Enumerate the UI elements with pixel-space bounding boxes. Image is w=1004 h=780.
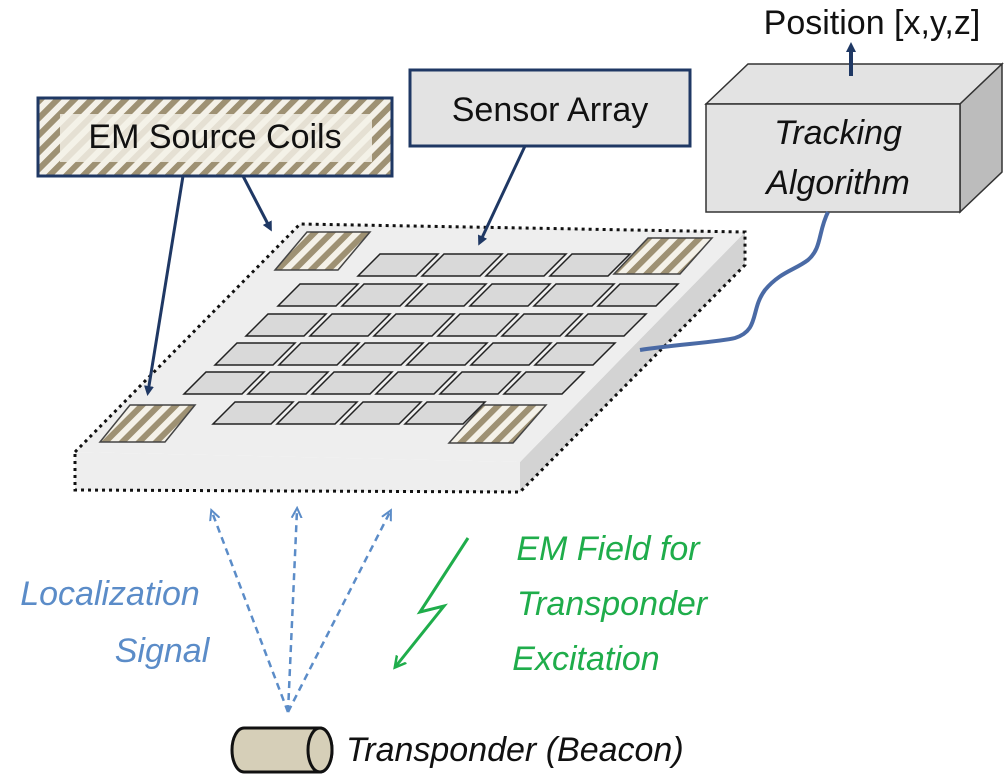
sensor-grid — [182, 253, 680, 425]
data-cable — [639, 211, 830, 352]
algorithm-label: Algorithm — [764, 164, 910, 202]
sensor-cell — [403, 401, 487, 425]
sensor-cell — [548, 253, 632, 277]
coil-arrow-short — [241, 175, 272, 232]
plate-front — [75, 452, 520, 492]
cylinder-icon — [230, 726, 334, 774]
sensor-cell — [340, 283, 424, 307]
em-source-coils-label: EM Source Coils — [88, 118, 341, 156]
pointer-arrows — [144, 145, 527, 396]
sensor-cell — [405, 342, 489, 366]
sensor-cell — [356, 253, 440, 277]
sensor-cell — [211, 401, 295, 425]
signal-label: Signal — [115, 632, 211, 670]
sensor-cell — [404, 283, 488, 307]
sensor-cell — [420, 253, 504, 277]
sensor-cell — [341, 342, 425, 366]
sensor-array-label-box: Sensor Array — [408, 68, 692, 148]
sensor-cell — [182, 371, 266, 395]
em-field-label-line2: Transponder — [517, 585, 709, 623]
coil-arrow-long — [144, 175, 185, 396]
sensor-cell — [277, 342, 361, 366]
em-source-coil-back-left — [273, 231, 372, 271]
sensor-cell — [533, 342, 617, 366]
sensor-array-label: Sensor Array — [452, 91, 649, 129]
sensor-cell — [374, 371, 458, 395]
tracking-label: Tracking — [774, 114, 902, 152]
em-source-coils-label-box: EM Source Coils — [36, 96, 394, 178]
localization-label: Localization — [20, 575, 200, 613]
sensor-cell — [502, 371, 586, 395]
sensor-cell — [308, 313, 392, 337]
em-field-lightning-arrow — [396, 537, 470, 666]
sensor-cell — [246, 371, 330, 395]
sensor-cell — [596, 283, 680, 307]
sensor-cell — [436, 313, 520, 337]
sensor-cell — [469, 342, 553, 366]
localization-signal-arrows — [212, 510, 390, 713]
sensor-cell — [276, 283, 360, 307]
em-source-coil-back-right — [612, 237, 714, 275]
tracking-algorithm-box: Tracking Algorithm — [704, 62, 1004, 214]
sensor-cell — [438, 371, 522, 395]
em-source-coil-front-right — [447, 404, 548, 444]
sensor-cell — [339, 401, 423, 425]
sensor-cell — [532, 283, 616, 307]
sensor-cell — [213, 342, 297, 366]
transponder-label: Transponder (Beacon) — [346, 731, 684, 769]
sensor-cell — [310, 371, 394, 395]
sensor-cell — [372, 313, 456, 337]
sensor-cell — [564, 313, 648, 337]
sensor-array-arrow — [478, 145, 527, 246]
sensor-cell — [275, 401, 359, 425]
em-field-label-line1: EM Field for — [516, 530, 701, 568]
sensor-cell — [484, 253, 568, 277]
sensor-cell — [500, 313, 584, 337]
sensor-cell — [244, 313, 328, 337]
position-label: Position [x,y,z] — [764, 4, 981, 42]
box-front — [705, 103, 961, 213]
sensor-cell — [468, 283, 552, 307]
plate-side — [520, 232, 745, 492]
em-source-coil-front-left — [98, 404, 197, 443]
em-field-label-line3: Excitation — [512, 640, 659, 678]
box-top — [704, 63, 1004, 105]
